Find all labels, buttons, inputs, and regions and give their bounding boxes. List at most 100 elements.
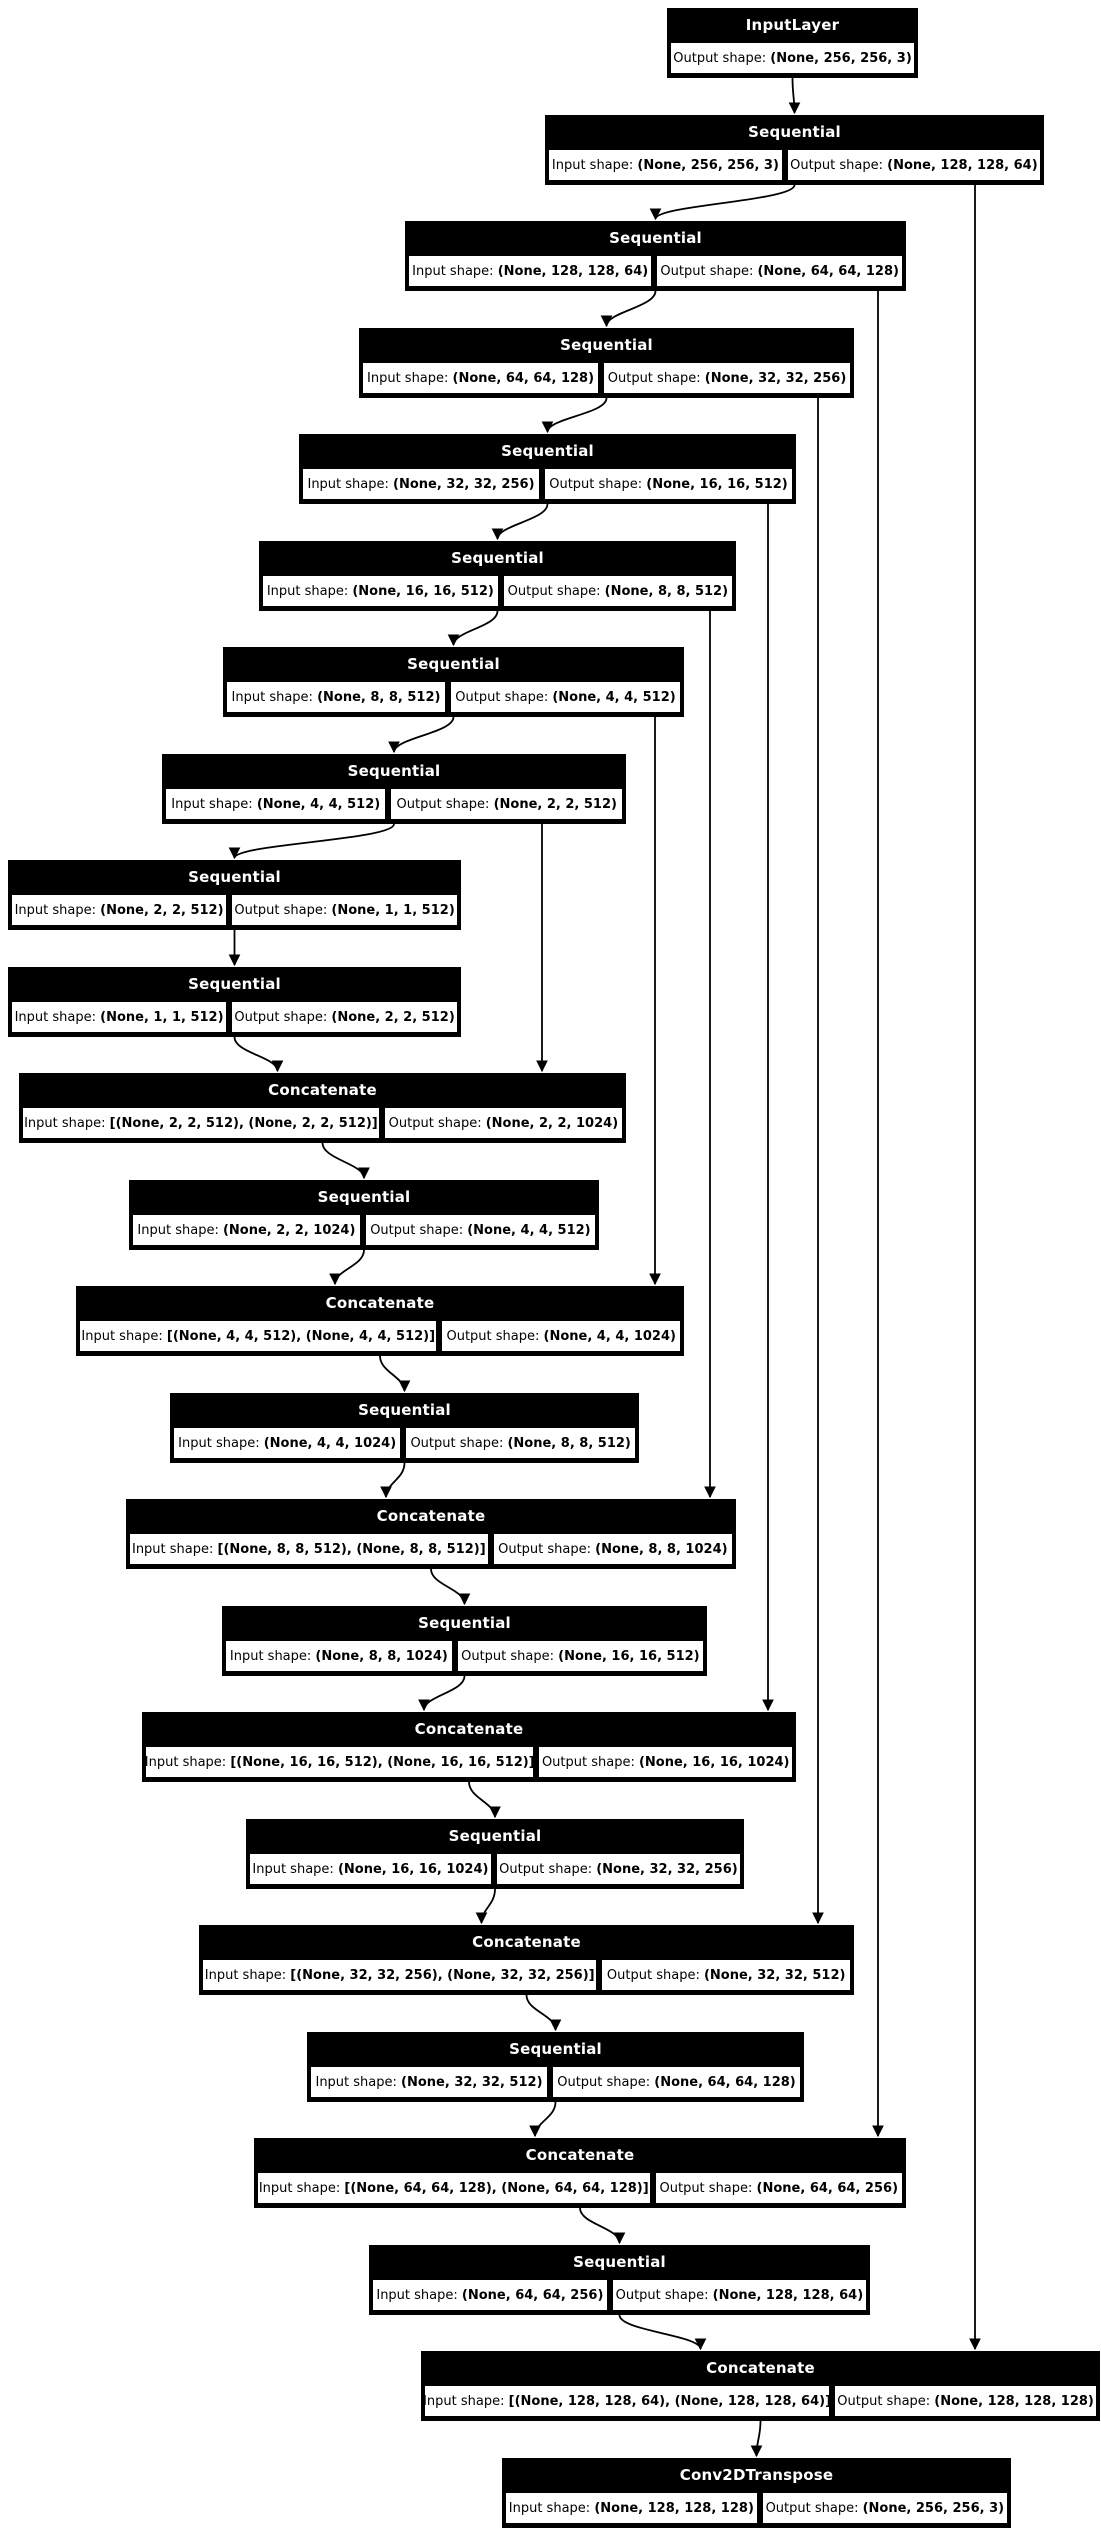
output-shape-cell: Output shape: (None, 128, 128, 64) — [611, 2279, 867, 2311]
node-title: Sequential — [509, 2040, 602, 2058]
node-title: Concatenate — [268, 1081, 377, 1099]
edge-seq5-to-seq6 — [447, 610, 499, 647]
node-title: Sequential — [188, 868, 281, 886]
node-sequential-8: Sequential Input shape: (None, 2, 2, 512… — [8, 860, 461, 930]
input-shape-cell: Input shape: (None, 4, 4, 1024) — [173, 1427, 402, 1459]
input-shape-cell: Input shape: (None, 32, 32, 512) — [310, 2066, 548, 2098]
edge-seq2-to-seq3 — [600, 290, 657, 328]
input-shape-cell: Input shape: (None, 16, 16, 1024) — [249, 1853, 492, 1885]
node-concatenate-7: Concatenate Input shape: [(None, 128, 12… — [421, 2351, 1100, 2421]
input-shape-cell: Input shape: [(None, 32, 32, 256), (None… — [202, 1959, 598, 1991]
output-shape-cell: Output shape: (None, 16, 16, 1024) — [538, 1746, 793, 1778]
node-title: InputLayer — [745, 16, 840, 34]
node-title: Sequential — [573, 2253, 666, 2271]
edge-seq13-to-concat5 — [475, 1888, 496, 1925]
node-sequential-10: Sequential Input shape: (None, 2, 2, 102… — [129, 1180, 599, 1250]
output-shape-cell: Output shape: (None, 16, 16, 512) — [543, 468, 793, 500]
input-shape-cell: Input shape: (None, 256, 256, 3) — [548, 149, 783, 181]
node-sequential-13: Sequential Input shape: (None, 16, 16, 1… — [246, 1819, 744, 1889]
node-title: Sequential — [188, 975, 281, 993]
edge-concat4-to-seq13 — [468, 1781, 501, 1819]
input-shape-cell: Input shape: (None, 1, 1, 512) — [11, 1001, 228, 1033]
node-sequential-12: Sequential Input shape: (None, 8, 8, 102… — [222, 1606, 707, 1676]
node-title: Sequential — [501, 442, 594, 460]
input-shape-cell: Input shape: (None, 8, 8, 512) — [226, 681, 446, 713]
edge-seq9-to-concat1 — [233, 1036, 284, 1073]
output-shape-cell: Output shape: (None, 64, 64, 128) — [551, 2066, 801, 2098]
edge-seq4-to-seq5 — [491, 503, 549, 541]
input-shape-cell: Input shape: [(None, 2, 2, 512), (None, … — [22, 1107, 380, 1139]
node-sequential-14: Sequential Input shape: (None, 32, 32, 5… — [307, 2032, 804, 2102]
node-concatenate-4: Concatenate Input shape: [(None, 16, 16,… — [142, 1712, 796, 1782]
node-title: Sequential — [347, 762, 441, 780]
input-shape-cell: Input shape: (None, 128, 128, 128) — [505, 2492, 758, 2524]
node-concatenate-2: Concatenate Input shape: [(None, 4, 4, 5… — [76, 1286, 684, 1356]
edge-seq14-to-concat6 — [529, 2101, 557, 2138]
edge-seq3-to-seq4 — [541, 397, 608, 434]
node-sequential-1: Sequential Input shape: (None, 256, 256,… — [545, 115, 1044, 185]
node-title: Concatenate — [525, 2146, 635, 2164]
node-title: Concatenate — [472, 1933, 581, 1951]
edge-seq12-to-concat4 — [418, 1675, 466, 1712]
edge-seq10-to-concat2 — [329, 1249, 365, 1286]
node-title: Concatenate — [414, 1720, 524, 1738]
node-title: Concatenate — [706, 2359, 815, 2377]
node-title: Sequential — [407, 655, 500, 673]
input-shape-cell: Input shape: (None, 64, 64, 256) — [372, 2279, 608, 2311]
input-shape-cell: Input shape: (None, 32, 32, 256) — [302, 468, 540, 500]
output-shape-cell: Output shape: (None, 4, 4, 1024) — [441, 1320, 681, 1352]
edge-concat3-to-seq12 — [430, 1568, 471, 1606]
output-shape-cell: Output shape: (None, 128, 128, 64) — [786, 149, 1041, 181]
node-sequential-5: Sequential Input shape: (None, 16, 16, 5… — [259, 541, 736, 611]
node-sequential-11: Sequential Input shape: (None, 4, 4, 102… — [170, 1393, 639, 1463]
node-sequential-3: Sequential Input shape: (None, 64, 64, 1… — [359, 328, 854, 398]
input-shape-cell: Input shape: [(None, 8, 8, 512), (None, … — [129, 1533, 489, 1565]
node-title: Sequential — [317, 1188, 411, 1206]
output-shape-cell: Output shape: (None, 8, 8, 1024) — [492, 1533, 733, 1565]
node-title: Sequential — [448, 1827, 542, 1845]
edge-concat1-to-seq10 — [321, 1142, 370, 1180]
node-sequential-9: Sequential Input shape: (None, 1, 1, 512… — [8, 967, 461, 1037]
output-shape-cell: Output shape: (None, 2, 2, 512) — [231, 1001, 458, 1033]
input-shape-cell: Input shape: (None, 64, 64, 128) — [362, 362, 600, 394]
input-shape-cell: Input shape: (None, 2, 2, 512) — [11, 894, 228, 926]
edge-input-to-seq1 — [788, 77, 801, 115]
node-sequential-6: Sequential Input shape: (None, 8, 8, 512… — [223, 647, 684, 717]
input-shape-cell: Input shape: [(None, 16, 16, 512), (None… — [145, 1746, 535, 1778]
node-title: Concatenate — [325, 1294, 435, 1312]
node-title: Sequential — [418, 1614, 511, 1632]
edge-seq15-to-concat7 — [618, 2314, 707, 2351]
node-sequential-7: Sequential Input shape: (None, 4, 4, 512… — [162, 754, 626, 824]
node-title: Sequential — [451, 549, 544, 567]
output-shape-cell: Output shape: (None, 2, 2, 512) — [390, 788, 623, 820]
output-shape-cell: Output shape: (None, 4, 4, 512) — [450, 681, 681, 713]
node-concatenate-6: Concatenate Input shape: [(None, 64, 64,… — [254, 2138, 906, 2208]
output-shape-cell: Output shape: (None, 128, 128, 128) — [834, 2385, 1097, 2417]
edge-concat2-to-seq11 — [379, 1355, 411, 1393]
output-shape-cell: Output shape: (None, 64, 64, 256) — [654, 2172, 903, 2204]
node-title: Conv2DTranspose — [679, 2466, 834, 2484]
output-shape-cell: Output shape: (None, 8, 8, 512) — [405, 1427, 636, 1459]
node-sequential-4: Sequential Input shape: (None, 32, 32, 2… — [299, 434, 796, 504]
input-shape-cell: Input shape: (None, 16, 16, 512) — [262, 575, 499, 607]
node-title: Concatenate — [376, 1507, 486, 1525]
output-shape-cell: Output shape: (None, 256, 256, 3) — [761, 2492, 1008, 2524]
output-shape-cell: Output shape: (None, 16, 16, 512) — [456, 1640, 704, 1672]
node-title: Sequential — [748, 123, 841, 141]
output-shape-cell: Output shape: (None, 1, 1, 512) — [231, 894, 458, 926]
output-shape-cell: Output shape: (None, 32, 32, 512) — [601, 1959, 851, 1991]
input-shape-cell: Input shape: (None, 4, 4, 512) — [165, 788, 387, 820]
edge-seq6-to-seq7 — [388, 716, 455, 754]
output-shape-cell: Output shape: (None, 32, 32, 256) — [603, 362, 851, 394]
node-inputlayer: InputLayer Output shape: (None, 256, 256… — [667, 8, 918, 78]
node-title: Sequential — [609, 229, 702, 247]
input-shape-cell: Input shape: (None, 2, 2, 1024) — [132, 1214, 361, 1246]
output-shape-cell: Output shape: (None, 8, 8, 512) — [502, 575, 733, 607]
edge-seq7-to-seq8 — [228, 823, 395, 860]
node-sequential-2: Sequential Input shape: (None, 128, 128,… — [405, 221, 906, 291]
edge-concat7-to-conv2dtranspose — [750, 2420, 763, 2458]
node-title: Sequential — [560, 336, 653, 354]
edge-concat5-to-seq14 — [525, 1994, 562, 2032]
output-shape-cell: Output shape: (None, 2, 2, 1024) — [383, 1107, 623, 1139]
